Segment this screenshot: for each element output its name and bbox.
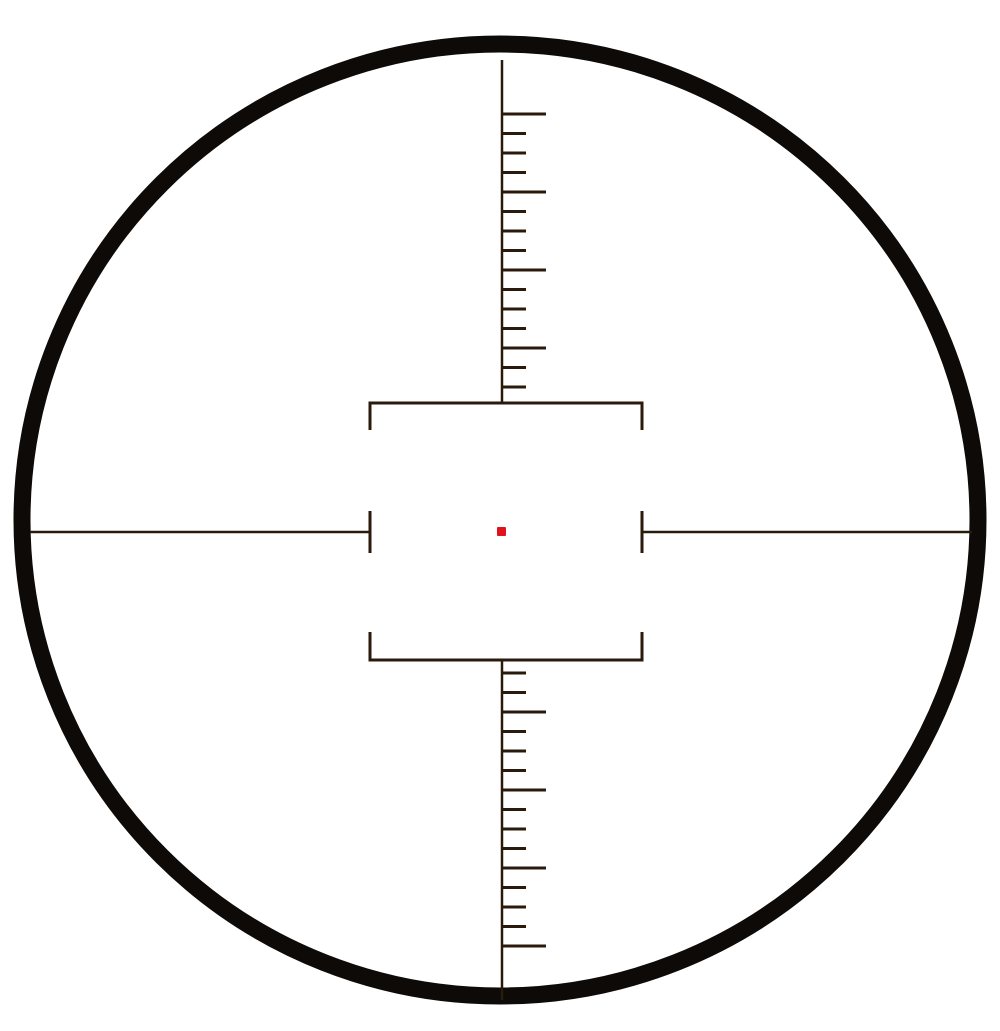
lower-bracket — [368, 632, 644, 662]
upper-bracket — [368, 401, 644, 430]
scope-ring — [13, 35, 987, 1005]
center-aiming-dot — [497, 527, 506, 536]
upper-stadia-ticks — [502, 112, 546, 389]
lower-stadia-ticks — [502, 671, 546, 948]
